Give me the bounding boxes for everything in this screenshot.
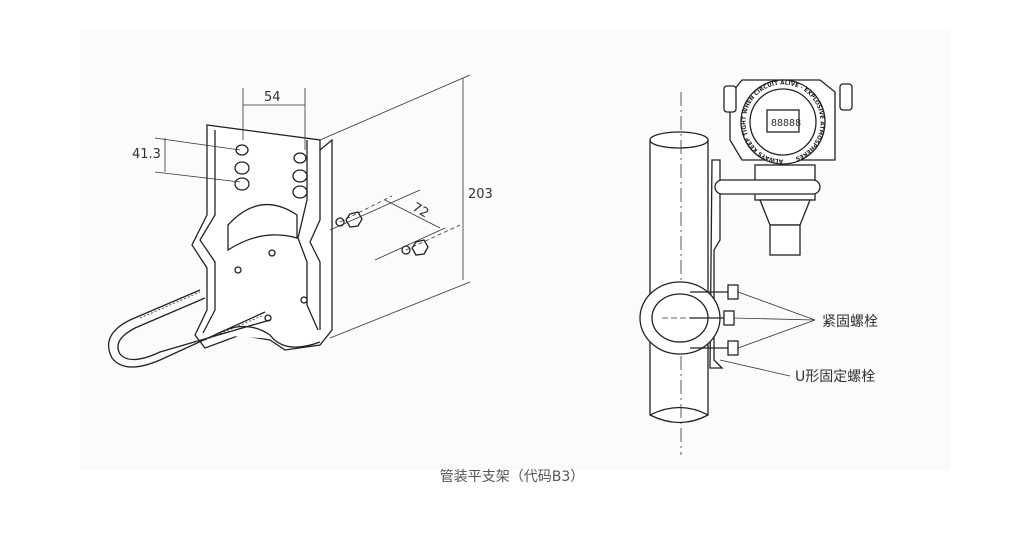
mounting-u-bolt-top: [714, 179, 821, 195]
lcd-digits: 88888: [771, 118, 801, 129]
lcd-display: [766, 109, 800, 133]
u-bolt-inner: [117, 297, 271, 361]
assembled-view: ALWAYS KEEP TIGHT WHEN CIRCUIT ALIVE · E…: [639, 79, 878, 455]
transmitter: ALWAYS KEEP TIGHT WHEN CIRCUIT ALIVE · E…: [714, 79, 853, 256]
callout-fastening-bolt: 紧固螺栓: [822, 314, 878, 330]
mounting-holes: [234, 144, 308, 322]
pipe: [649, 139, 709, 424]
caption: 管装平支架（代码B3）: [440, 469, 585, 485]
pipe-top: [649, 131, 709, 149]
dimension-54: 54: [264, 90, 281, 105]
nuts: [335, 211, 429, 256]
dimension-41-3: 41.3: [132, 147, 161, 162]
pipe-saddle-cutout: [227, 203, 298, 252]
bracket-fold: [309, 150, 321, 330]
bottom-saddle: [214, 325, 321, 348]
bracket-inner-left-edge: [199, 130, 216, 334]
callout-u-bolt: U形固定螺栓: [795, 369, 875, 385]
dimension-lines: [154, 74, 471, 339]
dimension-72: 72: [409, 200, 431, 221]
u-bolt-thread: [139, 291, 263, 341]
leader-lines: [719, 291, 816, 377]
bracket-exploded-view: 54 41.3 72 203: [107, 74, 493, 368]
u-bolt: [107, 289, 266, 368]
dimension-203: 203: [468, 187, 493, 202]
